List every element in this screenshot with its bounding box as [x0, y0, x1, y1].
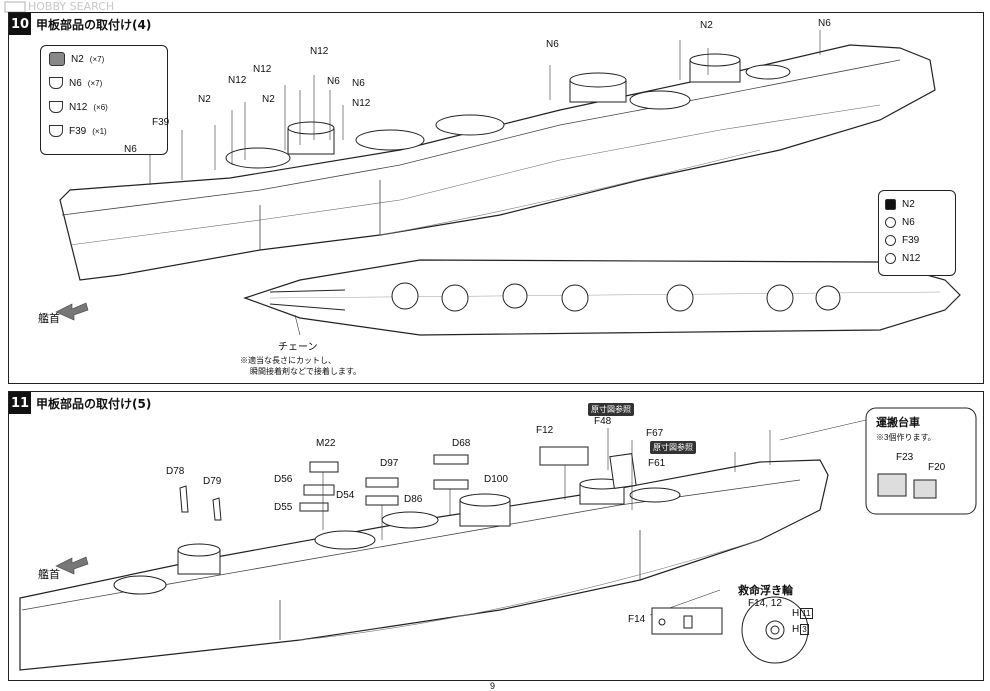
n2-part-icon [49, 52, 65, 66]
part-label-f39: F39 [152, 117, 170, 128]
cart-title: 運搬台車 [876, 417, 920, 429]
step-10-color-legend: N2 N6 F39 N12 [878, 190, 956, 276]
part-label-n6: N6 [352, 78, 365, 89]
lifebuoy-title: 救命浮き輪 [738, 585, 793, 597]
lifebuoy-h2-number: 3 [800, 624, 809, 635]
legend-qty: (×1) [92, 126, 107, 136]
site-watermark: HOBBY SEARCH [28, 0, 115, 13]
solid-swatch-icon [885, 198, 896, 210]
part-label-f61: F61 [648, 458, 666, 469]
legend-row-n2: N2 (×7) [49, 50, 159, 68]
color-legend-code: N6 [902, 216, 915, 228]
legend-qty: (×7) [87, 78, 103, 88]
legend-row-n6: N6 (×7) [49, 74, 159, 92]
legend-code: N6 [69, 77, 82, 89]
color-legend-row: F39 [885, 231, 949, 249]
f39-part-icon [49, 125, 63, 137]
part-label-n12: N12 [310, 46, 329, 57]
ref-tag-1: 原寸図参照 [588, 403, 634, 416]
color-legend-code: N2 [902, 198, 915, 210]
color-legend-row: N2 [885, 195, 949, 213]
legend-code: F39 [69, 125, 87, 137]
part-label-d100: D100 [484, 474, 508, 485]
legend-row-f39: F39 (×1) [49, 122, 159, 140]
page-number: 9 [490, 681, 496, 691]
part-label-n12: N12 [228, 75, 247, 86]
color-legend-row: N12 [885, 249, 949, 267]
part-label-n6: N6 [124, 144, 137, 155]
bow-label: 艦首 [38, 313, 60, 325]
part-label-n6: N6 [327, 76, 340, 87]
n12-part-icon [49, 101, 63, 113]
step-10-title: 甲板部品の取付け(4) [36, 18, 152, 32]
lifebuoy-parts: F14, 12 [748, 598, 782, 609]
chain-label: チェーン [278, 342, 318, 353]
cart-part-f23: F23 [896, 452, 914, 463]
cart-part-f20: F20 [928, 462, 946, 473]
part-label-d97: D97 [380, 458, 399, 469]
part-label-n2: N2 [262, 94, 275, 105]
part-label-d54: D54 [336, 490, 355, 501]
part-label-f67: F67 [646, 428, 664, 439]
n6-part-icon [49, 77, 63, 89]
part-label-d79: D79 [203, 476, 222, 487]
part-label-n12: N12 [253, 64, 272, 75]
bow-label: 艦首 [38, 569, 60, 581]
step-10-parts-legend: N2 (×7) N6 (×7) N12 (×6) F39 (×1) [40, 45, 168, 155]
part-label-d55: D55 [274, 502, 293, 513]
part-label-f48: F48 [594, 416, 612, 427]
part-label-n6: N6 [546, 39, 559, 50]
part-label-n6: N6 [818, 18, 831, 29]
legend-qty: (×6) [93, 102, 108, 112]
step-10-number: 10 [9, 13, 31, 35]
part-label-n2: N2 [700, 20, 713, 31]
part-label-d86: D86 [404, 494, 423, 505]
lifebuoy-h2-letter: H [792, 624, 800, 635]
part-label-m22: M22 [316, 438, 336, 449]
step-11-title: 甲板部品の取付け(5) [36, 397, 152, 411]
ref-tag-2: 原寸図参照 [650, 441, 696, 454]
legend-row-n12: N12 (×6) [49, 98, 159, 116]
note-line-2: 瞬間接着剤などで接着します。 [250, 367, 362, 376]
legend-qty: (×7) [89, 54, 105, 64]
legend-code: N12 [69, 101, 88, 113]
color-legend-code: F39 [902, 234, 920, 246]
lifebuoy-h1-number: 11 [800, 608, 813, 619]
step-11-number: 11 [9, 392, 31, 414]
circle-swatch-icon [885, 252, 896, 264]
color-legend-code: N12 [902, 252, 921, 264]
lifebuoy-h1-letter: H [792, 608, 800, 619]
part-label-n12: N12 [352, 98, 371, 109]
part-label-d56: D56 [274, 474, 293, 485]
legend-code: N2 [71, 53, 84, 65]
part-label-d78: D78 [166, 466, 185, 477]
part-label-n2: N2 [198, 94, 211, 105]
circle-swatch-icon [885, 216, 896, 228]
part-label-f14: F14 [628, 614, 646, 625]
cart-note: ※3個作ります。 [876, 433, 936, 442]
circle-swatch-icon [885, 234, 896, 246]
part-label-d68: D68 [452, 438, 471, 449]
note-line-1: ※適当な長さにカットし、 [240, 356, 336, 365]
part-label-f12: F12 [536, 425, 554, 436]
color-legend-row: N6 [885, 213, 949, 231]
